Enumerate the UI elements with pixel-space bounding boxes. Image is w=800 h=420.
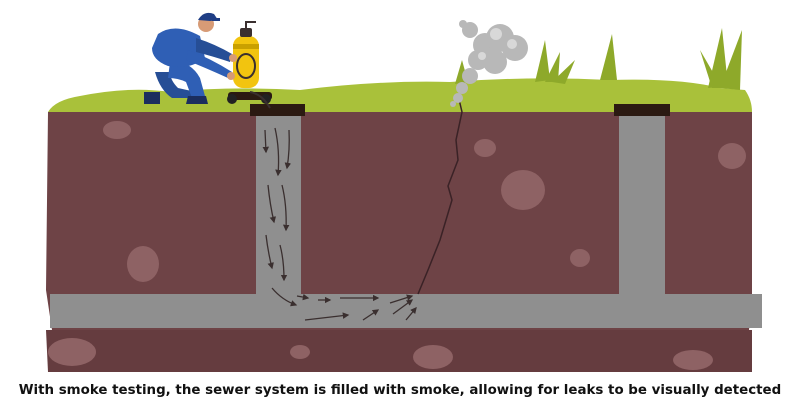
crack-icon <box>417 94 463 295</box>
grass-blades <box>455 28 742 90</box>
smoke-highlight <box>478 28 517 60</box>
rocks <box>48 121 746 370</box>
manhole-cover-left <box>250 104 305 116</box>
sewer-main-pipe <box>50 294 762 328</box>
smoke-testing-diagram <box>46 12 762 372</box>
vertical-pipe-left <box>256 112 301 296</box>
caption: With smoke testing, the sewer system is … <box>18 383 782 398</box>
smoke-blower-icon <box>227 21 272 109</box>
vertical-pipe-right <box>619 112 665 296</box>
worker-icon <box>144 12 237 104</box>
manhole-cover-right <box>614 104 670 116</box>
smoke-flow-arrows <box>262 127 417 321</box>
soil-bottom <box>46 330 752 372</box>
grass-layer <box>48 78 752 112</box>
